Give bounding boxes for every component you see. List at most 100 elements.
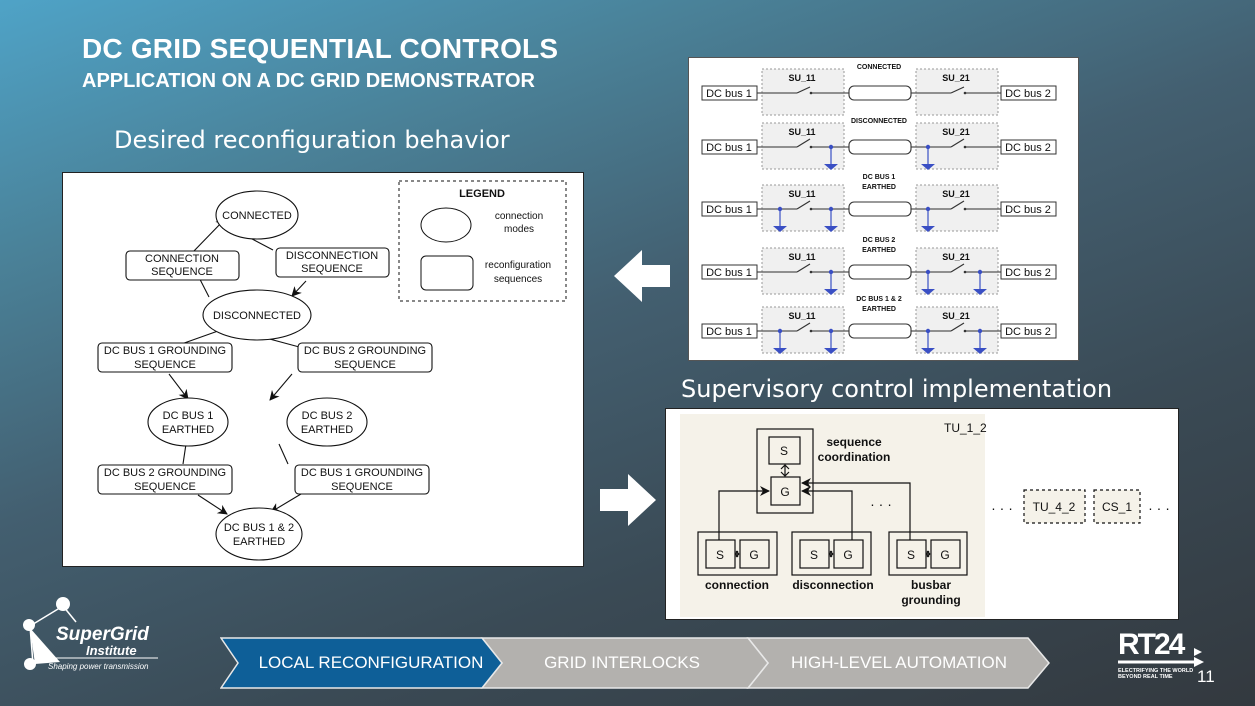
bus-1-label: DC bus 1: [706, 267, 752, 279]
wind-icon: [23, 619, 35, 631]
mode-disconnected-label: DISCONNECTED: [213, 310, 301, 322]
module-disconnection-box: [791, 531, 872, 576]
row-state-label: DISCONNECTED: [851, 118, 907, 125]
su-21-box: [915, 68, 999, 116]
seq-bus1-grounding-a: [97, 342, 233, 373]
su-11-label: SU_11: [788, 189, 815, 199]
coord-s-box: [768, 436, 801, 465]
link-busbar-to-coord: [801, 478, 911, 540]
cable-icon: [848, 85, 912, 101]
coordination-label-2: coordination: [818, 450, 891, 464]
seq-bus2-grounding-a-label: DC BUS 2 GROUNDING: [304, 345, 426, 357]
seq-bus1-grounding-a-label-2: SEQUENCE: [134, 359, 196, 371]
legend-title: LEGEND: [459, 188, 505, 200]
cable-icon: [848, 323, 912, 339]
seq-bus2-grounding-a: [297, 342, 433, 373]
edge-to-both-earthed-left: [197, 494, 228, 515]
step-high-level-automation[interactable]: HIGH-LEVEL AUTOMATION: [790, 653, 1007, 672]
switch-icon: [950, 200, 965, 210]
switch-icon: [950, 138, 965, 148]
mode-disconnected: [202, 289, 312, 341]
bus-s-label: S: [907, 548, 915, 562]
su-21-label: SU_21: [942, 252, 970, 262]
module-connection-box: [697, 531, 778, 576]
cs-1-box: [1093, 489, 1141, 524]
switch-icon: [950, 322, 965, 332]
conn-s-label: S: [716, 548, 724, 562]
coordination-label: sequence: [826, 435, 882, 449]
module-busbar-label: busbar: [911, 578, 951, 592]
disc-g-label: G: [843, 548, 852, 562]
step-grid-interlocks[interactable]: GRID INTERLOCKS: [544, 653, 700, 672]
rt24-wordmark: RT24: [1118, 628, 1186, 661]
bus-sg-link-icon: [925, 550, 931, 558]
logo-sub: Institute: [86, 643, 137, 658]
step-local-reconfiguration[interactable]: LOCAL RECONFIGURATION: [258, 653, 484, 672]
disc-g-box: [833, 539, 864, 569]
edge-bus2seq-to-bus2earthed: [269, 373, 293, 401]
legend: LEGEND connection modes reconfiguration …: [398, 180, 567, 302]
coord-g-label: G: [780, 485, 789, 499]
supergrid-logo: SuperGrid Institute Shaping power transm…: [18, 594, 178, 674]
seq-disconnection: [275, 247, 390, 278]
seq-bus2-grounding-b-label: DC BUS 2 GROUNDING: [104, 467, 226, 479]
mode-both-earthed-label-2: EARTHED: [233, 536, 285, 548]
edge-bus2earthed-bus1seq: [278, 443, 289, 465]
step-local-reconfiguration-shape[interactable]: [220, 637, 503, 689]
seq-bus1-grounding-b-label-2: SEQUENCE: [331, 481, 393, 493]
mode-both-earthed: [215, 507, 303, 561]
row-state-label: DC BUS 2: [863, 237, 896, 244]
su-21-label: SU_21: [942, 311, 970, 321]
row-state-label: DC BUS 1: [863, 174, 896, 181]
seq-connection: [125, 250, 240, 281]
seq-bus1-grounding-a-label: DC BUS 1 GROUNDING: [104, 345, 226, 357]
row-state-label-2: EARTHED: [862, 306, 896, 313]
seq-connection-label-2: SEQUENCE: [151, 266, 213, 278]
rt24-tagline: ELECTRIFYING THE WORLD: [1118, 668, 1193, 674]
ellipsis-modules: · · ·: [870, 496, 892, 512]
mode-bus1-earthed: [147, 397, 229, 447]
su-11-label: SU_11: [788, 127, 815, 137]
conn-g-label: G: [749, 548, 758, 562]
mode-bus2-earthed: [286, 397, 368, 447]
row-state-label-2: EARTHED: [862, 184, 896, 191]
link-connection-to-coord: [718, 486, 770, 540]
coord-s-label: S: [780, 444, 788, 458]
bus-g-box: [930, 539, 961, 569]
ellipsis-left: · · ·: [991, 500, 1013, 516]
bus-2-label: DC bus 2: [1005, 267, 1051, 279]
seq-bus1-grounding-b: [294, 464, 430, 495]
logo-tagline: Shaping power transmission: [48, 662, 149, 671]
coord-sg-link-icon: [780, 464, 790, 477]
module-connection-label: connection: [705, 578, 769, 592]
switch-icon: [796, 86, 811, 94]
rt24-tagline-2: BEYOND REAL TIME: [1118, 674, 1173, 680]
su-21-label: SU_21: [942, 73, 970, 83]
switch-icon: [796, 200, 811, 210]
legend-rect-icon: [420, 255, 474, 291]
coord-g-box: [770, 476, 801, 506]
switch-icon: [796, 138, 811, 148]
rt24-logo: RT24 ELECTRIFYING THE WORLD BEYOND REAL …: [1118, 626, 1218, 691]
conn-g-box: [739, 539, 770, 569]
mode-bus2-earthed-label-2: EARTHED: [301, 424, 353, 436]
switch-icon: [796, 322, 811, 332]
bus-2-label: DC bus 2: [1005, 326, 1051, 338]
wave-icon: [24, 658, 36, 670]
slide-title: DC GRID SEQUENTIAL CONTROLS: [82, 33, 559, 64]
conn-sg-link-icon: [734, 550, 740, 558]
bus-g-label: G: [940, 548, 949, 562]
logo-name: SuperGrid: [56, 624, 149, 645]
mode-connected-label: CONNECTED: [222, 210, 292, 222]
supervisory-diagram: TU_1_2 S G S G: [680, 414, 1170, 617]
su-11-box: [761, 306, 845, 354]
switch-icon: [950, 263, 965, 273]
legend-ellipse-icon: [420, 207, 472, 243]
bus-1-label: DC bus 1: [706, 326, 752, 338]
mode-bus2-earthed-label: DC BUS 2: [302, 410, 353, 422]
switch-icon: [950, 86, 965, 94]
